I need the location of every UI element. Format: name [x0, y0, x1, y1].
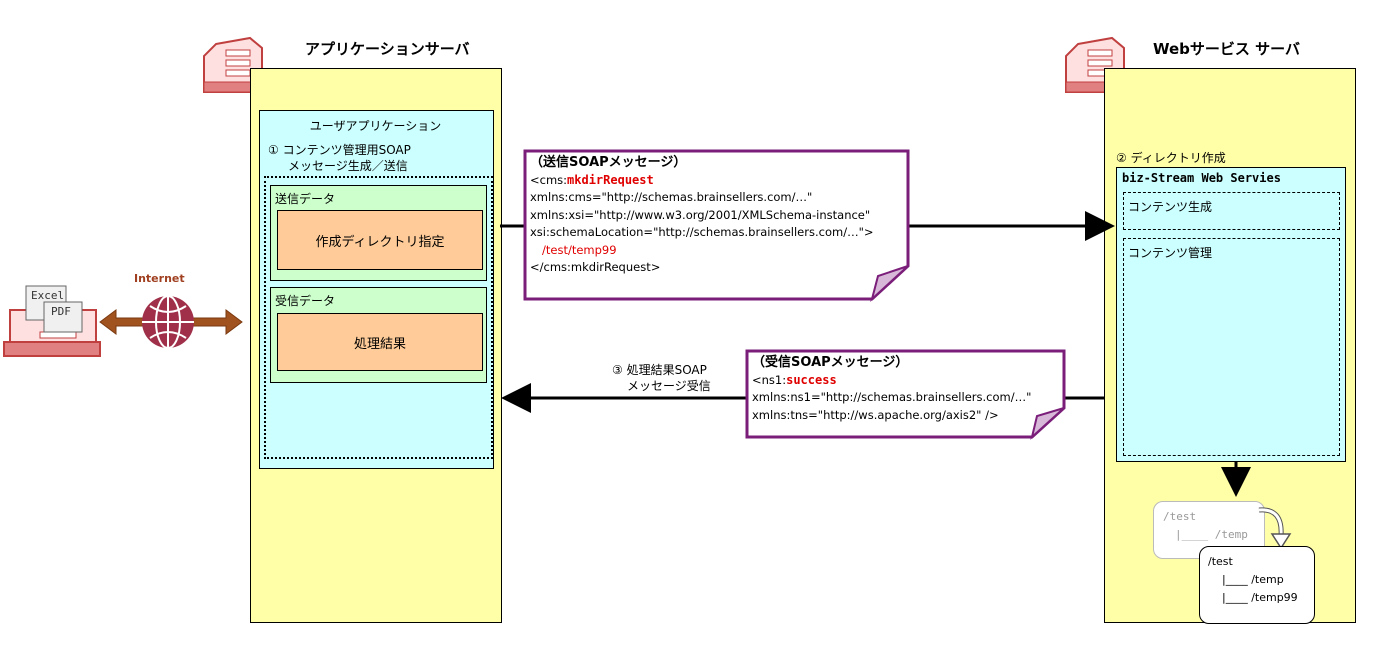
biz-stream-box [1116, 167, 1346, 462]
step3-label-line2: メッセージ受信 [627, 379, 711, 393]
content-mgmt-box [1123, 238, 1340, 456]
user-app-title: ユーザアプリケーション [309, 119, 442, 133]
recv-note-shape [745, 349, 1066, 440]
dir-after-child2: |____ /temp99 [1222, 591, 1298, 604]
send-msg-line2: xmlns:cms="http://schemas.brainsellers.c… [530, 190, 813, 204]
ws-server-title: Webサービス サーバ [1153, 40, 1300, 58]
create-dir-spec: 作成ディレクトリ指定 [277, 210, 483, 270]
send-msg-line6: </cms:mkdirRequest> [530, 260, 661, 274]
send-data-label: 送信データ [275, 192, 336, 206]
recv-soap-message: （受信SOAPメッセージ） <ns1:success xmlns:ns1="ht… [752, 354, 1031, 424]
content-gen-box [1123, 192, 1340, 230]
internet-label: Internet [134, 272, 185, 285]
step1-label-line1: ① コンテンツ管理用SOAP [268, 143, 411, 157]
send-msg-line4: xsi:schemaLocation="http://schemas.brain… [530, 225, 874, 239]
message-dotted-frame [264, 176, 493, 459]
dir-before-child: |____ /temp [1175, 528, 1248, 541]
content-mgmt-label: コンテンツ管理 [1128, 246, 1213, 260]
send-msg-line3: xmlns:xsi="http://www.w3.org/2001/XMLSch… [530, 207, 871, 222]
dir-curve-arrow [1258, 507, 1292, 550]
recv-msg-line2: xmlns:ns1="http://schemas.brainsellers.c… [752, 390, 1032, 404]
content-gen-label: コンテンツ生成 [1128, 200, 1213, 214]
step3-label-line1: ③ 処理結果SOAP [612, 363, 707, 377]
dir-after-child1: |____ /temp [1222, 573, 1284, 586]
app-server-title: アプリケーションサーバ [305, 40, 470, 58]
recv-data-label: 受信データ [275, 294, 336, 308]
step1-label-line2: メッセージ生成／送信 [288, 159, 408, 173]
client-internet-graphic [3, 285, 243, 357]
recv-msg-header: （受信SOAPメッセージ） [752, 355, 909, 370]
dir-after-root: /test [1208, 555, 1233, 568]
excel-doc-label: Excel [31, 289, 65, 302]
send-note-shape [523, 149, 910, 302]
pdf-doc-label: PDF [51, 305, 71, 318]
send-soap-message: （送信SOAPメッセージ） <cms:mkdirRequest xmlns:cm… [530, 154, 874, 277]
dir-after-box [1199, 546, 1315, 624]
recv-msg-line3: xmlns:tns="http://ws.apache.org/axis2" /… [752, 407, 999, 422]
send-msg-header: （送信SOAPメッセージ） [530, 155, 687, 170]
step2-label: ② ディレクトリ作成 [1116, 151, 1226, 165]
recv-msg-success: success [786, 372, 837, 387]
dir-before-root: /test [1163, 510, 1197, 523]
send-msg-path: /test/temp99 [542, 242, 617, 257]
send-msg-line1a: <cms: [530, 172, 568, 187]
process-result: 処理結果 [277, 313, 483, 371]
send-msg-request-name: mkdirRequest [567, 172, 654, 187]
biz-stream-title: biz-Stream Web Servies [1122, 171, 1281, 185]
recv-msg-line1a: <ns1: [752, 372, 787, 387]
